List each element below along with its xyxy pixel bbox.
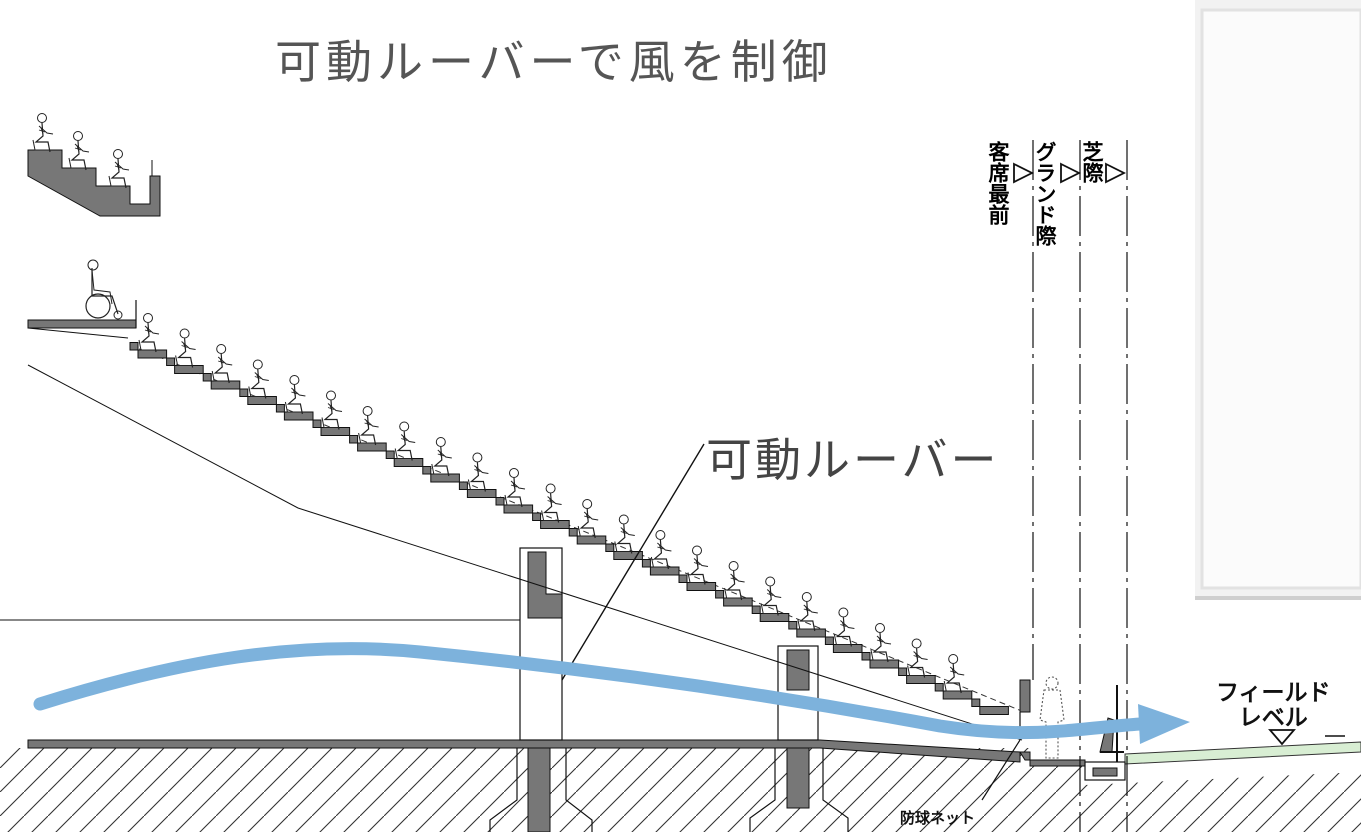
spectator-12 <box>540 483 563 524</box>
spectator-13 <box>577 498 599 539</box>
ground-slab-step <box>1019 751 1086 767</box>
diagram-title: 可動ルーバーで風を制御 <box>275 35 833 89</box>
wheelchair-deck <box>27 319 137 329</box>
column-right-beam <box>786 649 810 691</box>
deck-underside <box>27 327 129 339</box>
spectator-22 <box>906 638 929 679</box>
spectator-3 <box>211 343 233 384</box>
pitch-curb-fill <box>1092 767 1118 777</box>
wind-arrow-head <box>1138 704 1190 744</box>
field-level-marker <box>1268 729 1296 746</box>
background-panel-inner <box>1200 8 1361 590</box>
spectator-6 <box>321 390 343 431</box>
spectator-17 <box>723 560 746 601</box>
column-left-beam <box>527 551 563 619</box>
spectator-5 <box>284 374 306 415</box>
ground-edge-label: グランド際 <box>1033 141 1057 246</box>
front-row-label: 客席最前 <box>986 141 1010 225</box>
spectator-23 <box>943 653 965 694</box>
ground-slab <box>27 739 1021 763</box>
louver-leader-line <box>561 443 705 681</box>
stand-tiers <box>129 342 1009 715</box>
footing-right-core <box>786 747 810 809</box>
upper-spectator-1 <box>32 112 54 153</box>
ground-edge-marker <box>1060 162 1082 184</box>
turf-strip <box>1124 741 1361 765</box>
upper-spectator-2 <box>68 130 90 171</box>
turf-edge-marker <box>1105 162 1127 184</box>
net-leader-line <box>981 739 1021 801</box>
spectator-4 <box>248 359 270 400</box>
spectator-9 <box>431 436 453 477</box>
spectator-20 <box>833 607 856 648</box>
spectator-10 <box>467 452 489 493</box>
ground-hatch <box>0 748 1361 832</box>
front-wall <box>1019 679 1031 713</box>
wheelchair-user <box>85 259 123 320</box>
spectator-19 <box>797 591 819 632</box>
upper-stand <box>27 149 161 217</box>
spectator-18 <box>760 576 782 617</box>
spectator-1 <box>138 312 160 353</box>
footing-right <box>749 748 849 832</box>
turf-edge-label: 芝際 <box>1080 141 1104 183</box>
spectator-2 <box>175 328 197 369</box>
footing-left <box>489 748 593 832</box>
wind-flow-arrow <box>33 642 1147 740</box>
upper-spectator-3 <box>108 148 130 189</box>
spectator-8 <box>394 421 416 462</box>
column-left <box>519 547 563 741</box>
spectator-16 <box>687 545 709 586</box>
pitch-curb <box>1084 761 1126 781</box>
spectator-11 <box>504 467 526 508</box>
soffit-line <box>27 364 1023 741</box>
front-row-marker <box>1013 162 1035 184</box>
ball-net-label: 防球ネット <box>900 809 976 827</box>
field-level-label: フィールド レベル <box>1216 680 1331 731</box>
standing-figure <box>1039 676 1065 759</box>
footing-left-core <box>527 747 551 833</box>
spectator-7 <box>358 405 380 446</box>
louver-label: 可動ルーバー <box>706 433 1000 487</box>
seated-spectators <box>138 312 965 694</box>
spectator-21 <box>870 622 892 663</box>
